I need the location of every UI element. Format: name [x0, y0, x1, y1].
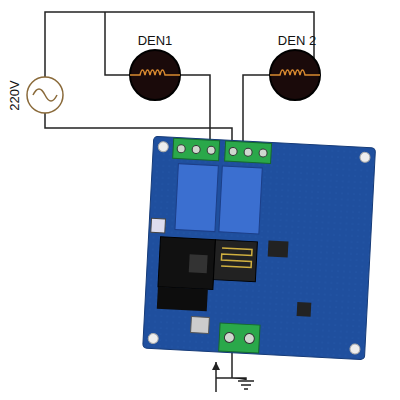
ground-symbol [232, 378, 254, 389]
relay-board [143, 136, 376, 359]
lamp-label: DEN1 [138, 34, 173, 47]
wires [216, 377, 232, 379]
lamp-symbol [270, 50, 320, 100]
voltage-label: 220V [8, 80, 21, 110]
lamp-symbol [130, 50, 180, 100]
ac-source [27, 77, 63, 113]
supply-arrow [212, 362, 220, 370]
lamp-label: DEN 2 [278, 34, 316, 47]
